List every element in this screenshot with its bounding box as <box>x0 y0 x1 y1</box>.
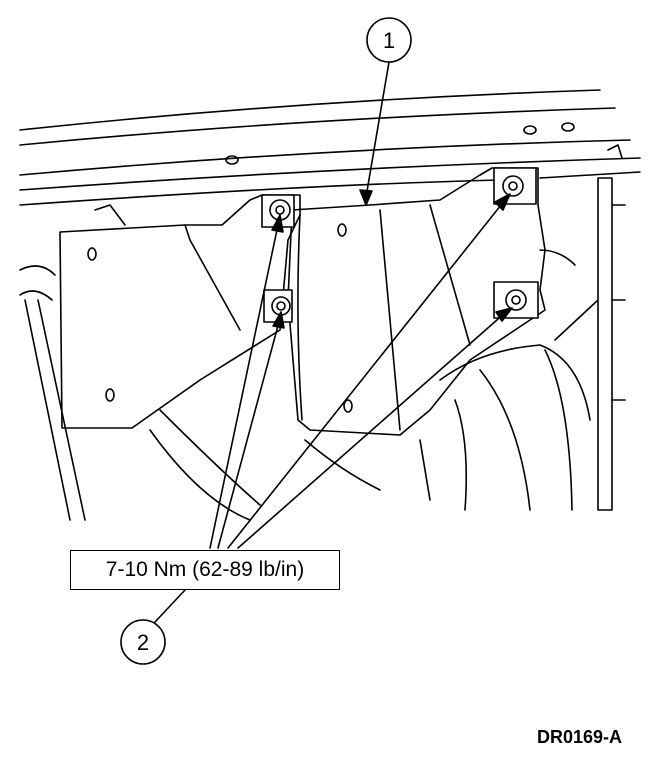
leader-2c-arrowhead <box>494 193 511 211</box>
dash-panel-line <box>19 107 616 146</box>
leader-line-2b <box>217 321 280 549</box>
leader-line-1 <box>365 61 390 198</box>
dash-panel-line <box>539 171 641 179</box>
leader-1-arrowhead <box>359 189 373 206</box>
torque-spec-label: 7-10 Nm (62-89 lb/in) <box>70 550 340 590</box>
dash-panel-line <box>19 89 601 131</box>
leader-line-2-circle <box>154 589 186 623</box>
leader-line-2a <box>209 224 279 549</box>
callout-2-number: 2 <box>137 630 149 655</box>
main-bracket <box>287 167 546 436</box>
dash-panel-line <box>19 139 631 176</box>
leader-2a-arrowhead <box>271 214 284 233</box>
leader-line-2d <box>237 311 507 549</box>
dash-panel-line <box>19 179 501 206</box>
leader-2d-arrowhead <box>495 307 513 322</box>
callout-1-number: 1 <box>383 28 395 53</box>
bolt-upper-left <box>261 194 295 228</box>
right-post <box>597 177 613 511</box>
callout-2-circle <box>120 619 166 665</box>
leader-2b-arrowhead <box>272 311 285 329</box>
figure-code: DR0169-A <box>536 727 622 747</box>
dash-panel-line <box>19 157 641 191</box>
leader-line-2c <box>227 199 506 549</box>
